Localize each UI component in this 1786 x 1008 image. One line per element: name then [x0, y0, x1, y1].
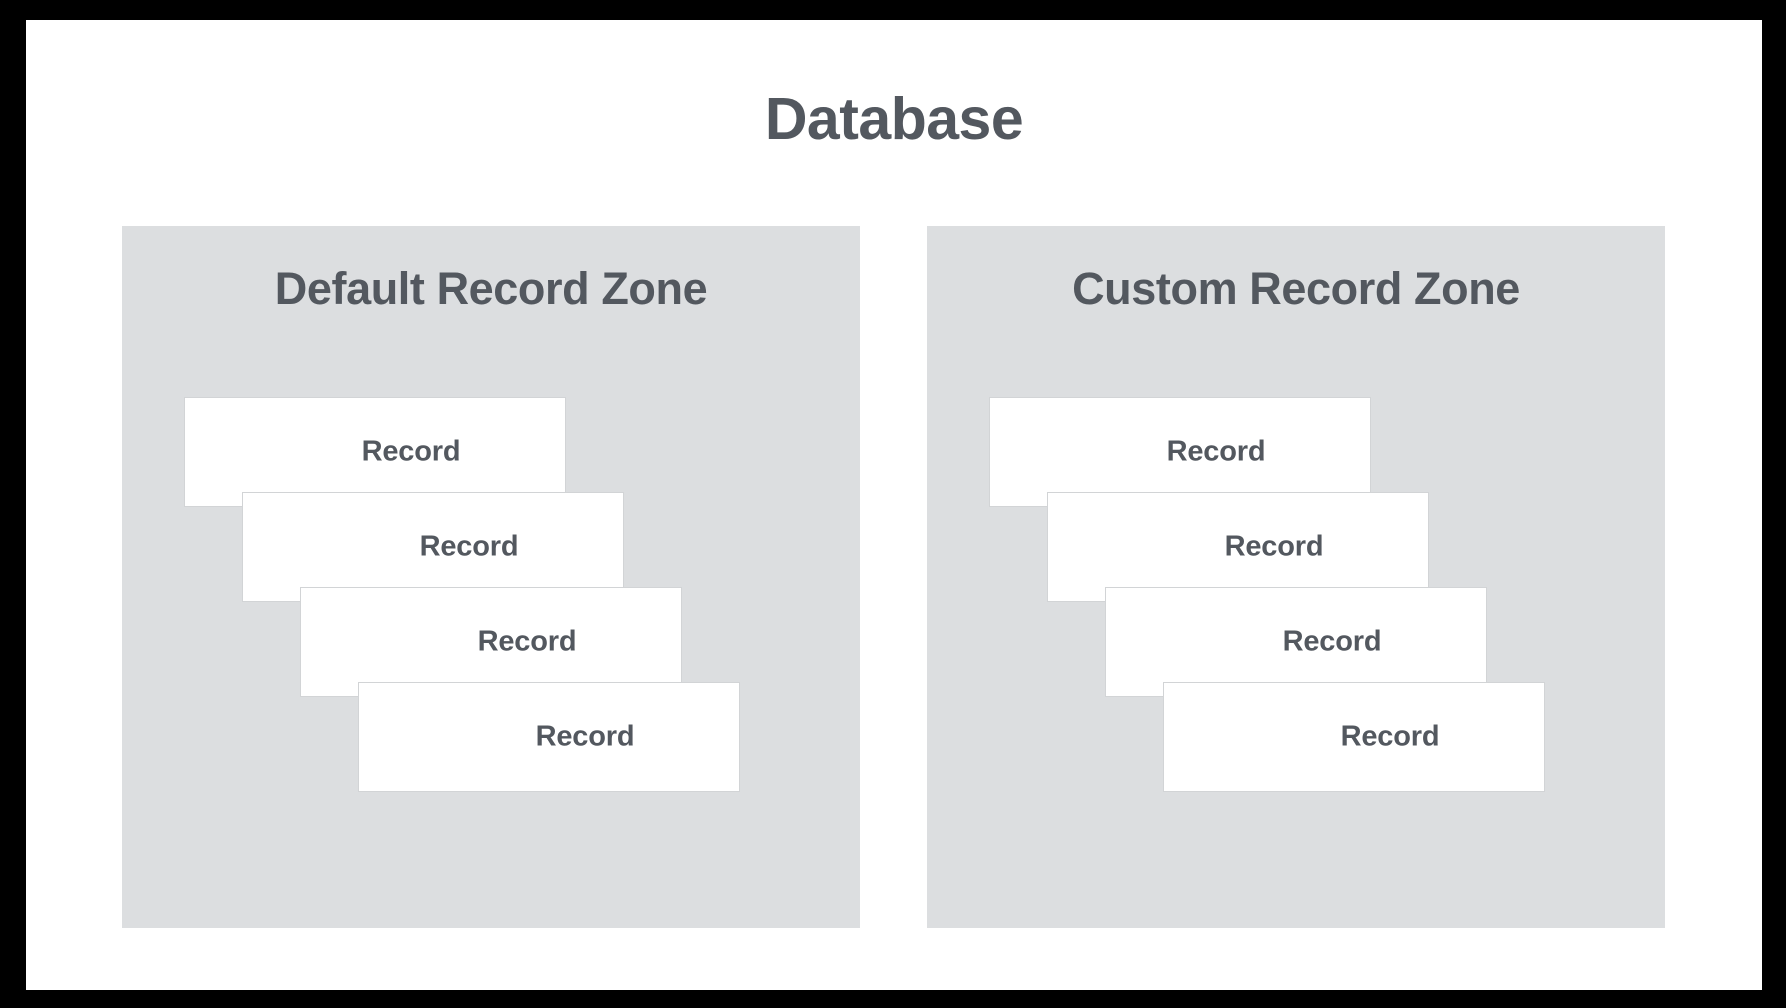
record-card[interactable]: Record — [300, 587, 682, 697]
record-label: Record — [477, 625, 577, 658]
record-card[interactable]: Record — [1163, 682, 1545, 792]
record-label: Record — [419, 530, 519, 563]
record-card[interactable]: Record — [358, 682, 740, 792]
record-label: Record — [535, 720, 635, 753]
zone-title: Default Record Zone — [274, 263, 708, 314]
zone-default-record-zone[interactable]: Default Record Zone Record Record Record… — [122, 226, 860, 928]
page-title: Database — [764, 86, 1024, 152]
record-card[interactable]: Record — [184, 397, 566, 507]
record-label: Record — [1340, 720, 1440, 753]
record-label: Record — [361, 435, 461, 468]
record-card[interactable]: Record — [1105, 587, 1487, 697]
zone-custom-record-zone[interactable]: Custom Record Zone Record Record Record … — [927, 226, 1665, 928]
record-card[interactable]: Record — [242, 492, 624, 602]
diagram-canvas: Database Default Record Zone Record Reco… — [26, 20, 1762, 990]
record-card[interactable]: Record — [989, 397, 1371, 507]
record-label: Record — [1224, 530, 1324, 563]
record-label: Record — [1166, 435, 1266, 468]
record-card[interactable]: Record — [1047, 492, 1429, 602]
zone-title: Custom Record Zone — [1072, 263, 1520, 314]
record-label: Record — [1282, 625, 1382, 658]
